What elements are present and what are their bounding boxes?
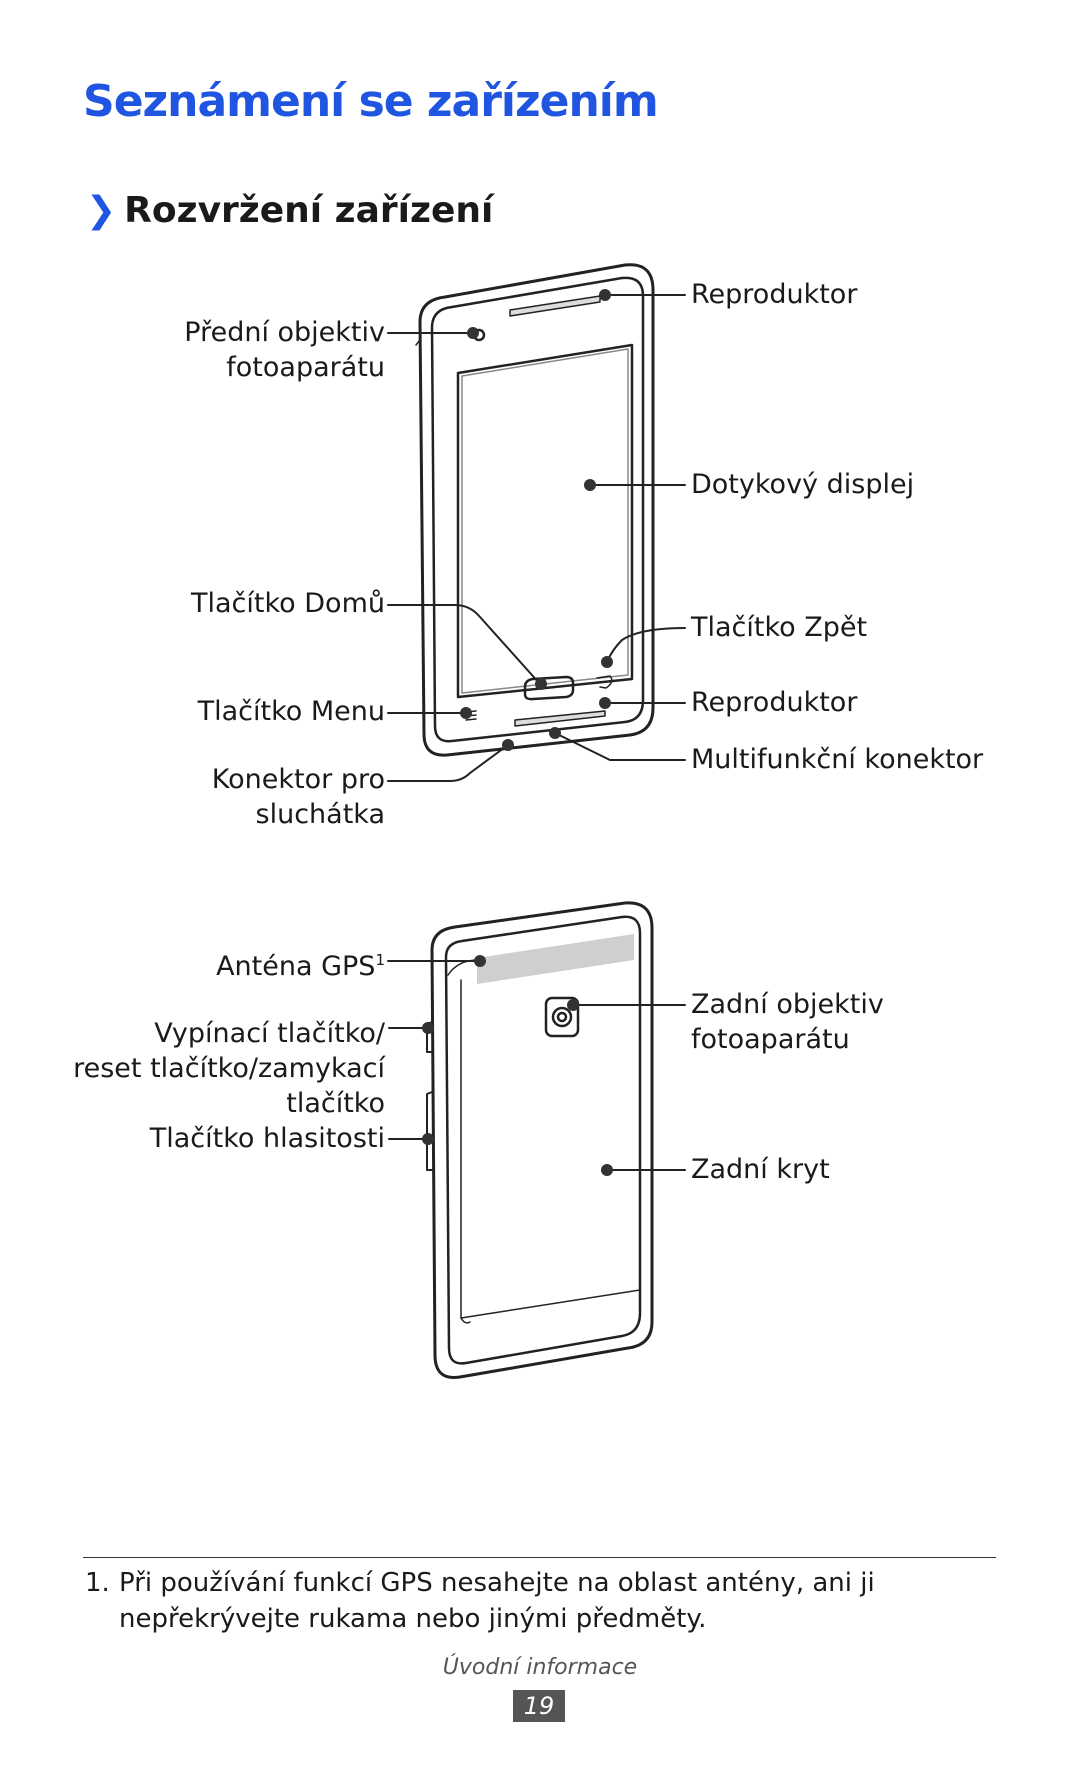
footer-section-name: Úvodní informace (442, 1655, 638, 1680)
footnote-divider (83, 1557, 996, 1558)
back-phone-illustration (426, 901, 654, 1380)
label-touchscreen: Dotykový displej (691, 469, 915, 500)
label-rear-camera: Zadní objektiv fotoaparátu (691, 989, 884, 1055)
label-front-camera: Přední objektiv fotoaparátu (184, 317, 385, 383)
front-phone-illustration (415, 263, 655, 757)
page-number: 19 (513, 1690, 565, 1722)
label-home-button: Tlačítko Domů (191, 588, 385, 619)
label-volume-button: Tlačítko hlasitosti (149, 1123, 385, 1154)
label-back-button: Tlačítko Zpět (691, 612, 868, 643)
label-headset-jack: Konektor pro sluchátka (211, 764, 385, 830)
label-menu-button: Tlačítko Menu (197, 696, 385, 727)
section-heading: ❯Rozvržení zařízení (86, 190, 493, 231)
footnote: 1.Při používání funkcí GPS nesahejte na … (85, 1568, 875, 1634)
callout-dots (422, 289, 613, 1176)
callout-lines (387, 294, 686, 1171)
label-gps-antenna: Anténa GPS1 (216, 951, 385, 982)
label-speaker-top: Reproduktor (691, 279, 858, 310)
label-back-cover: Zadní kryt (691, 1154, 830, 1185)
chevron-right-icon: ❯ (86, 190, 117, 231)
label-speaker-bottom: Reproduktor (691, 687, 858, 718)
label-power-button: Vypínací tlačítko/ reset tlačítko/zamyka… (73, 1018, 385, 1119)
page-title: Seznámení se zařízením (83, 76, 659, 127)
section-heading-text: Rozvržení zařízení (124, 190, 494, 231)
label-multifunction-jack: Multifunkční konektor (691, 744, 984, 775)
